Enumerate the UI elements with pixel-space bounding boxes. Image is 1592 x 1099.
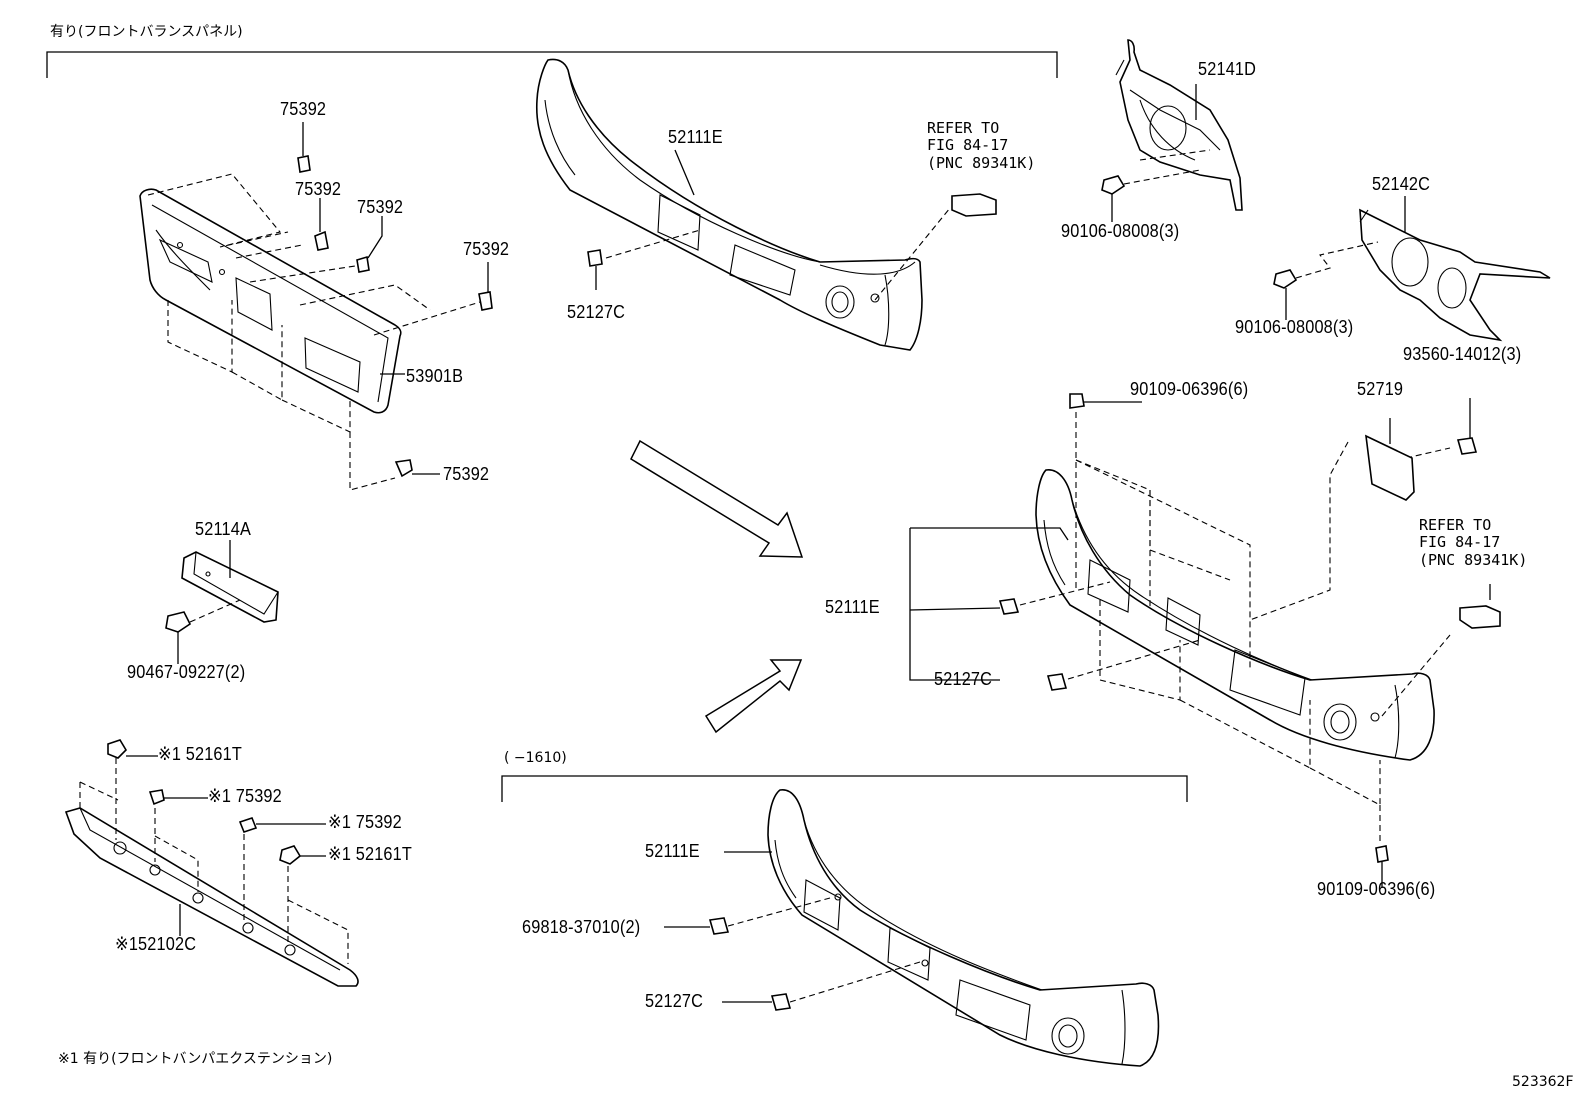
top-bracket-line bbox=[46, 51, 1058, 78]
footnote-extension: ※1 有り(フロントバンパエクステンション) bbox=[58, 1051, 333, 1067]
part-label-90106-08008[interactable]: 90106-08008(3) bbox=[1061, 220, 1180, 241]
refer-note-top[interactable]: REFER TO FIG 84-17 (PNC 89341K) bbox=[927, 119, 1036, 172]
clip-icons-75392 bbox=[297, 122, 493, 478]
part-label-52161t[interactable]: ※1 52161T bbox=[328, 843, 413, 864]
part-label-69818-37010[interactable]: 69818-37010(2) bbox=[522, 916, 641, 937]
part-label-75392[interactable]: 75392 bbox=[280, 98, 327, 119]
part-label-52719[interactable]: 52719 bbox=[1357, 378, 1404, 399]
caption-balance-panel: 有り(フロントバランスパネル) bbox=[50, 24, 243, 40]
part-label-75392[interactable]: 75392 bbox=[463, 238, 510, 259]
assembly-arrow-up bbox=[704, 659, 803, 734]
part-label-93560-14012[interactable]: 93560-14012(3) bbox=[1403, 343, 1522, 364]
bracket-52142c bbox=[1359, 196, 1551, 342]
refer-note-line: (PNC 89341K) bbox=[927, 153, 1036, 172]
refer-note-line: REFER TO bbox=[1419, 516, 1492, 534]
bracket-52141d bbox=[1115, 39, 1243, 211]
front-bumper-bottom-52111e bbox=[767, 789, 1160, 1067]
part-label-52111e[interactable]: 52111E bbox=[825, 596, 880, 617]
assembly-arrow-down bbox=[630, 439, 804, 558]
bottom-bracket-line bbox=[501, 775, 1188, 802]
part-label-52127c[interactable]: 52127C bbox=[645, 990, 704, 1011]
part-label-52114a[interactable]: 52114A bbox=[195, 518, 251, 539]
figure-id: 523362F bbox=[1512, 1074, 1574, 1090]
front-bumper-top-52111e bbox=[535, 58, 923, 351]
refer-note-line: REFER TO bbox=[927, 119, 1000, 137]
bottom-bumper-leaders bbox=[664, 851, 921, 1011]
part-label-75392[interactable]: 75392 bbox=[295, 178, 342, 199]
part-label-75392[interactable]: 75392 bbox=[443, 463, 490, 484]
refer-note-line: FIG 84-17 bbox=[1419, 533, 1501, 552]
part-label-52127c[interactable]: 52127C bbox=[934, 668, 993, 689]
part-label-52111e[interactable]: 52111E bbox=[668, 126, 723, 147]
caption-date-range: ( −1610) bbox=[504, 750, 567, 766]
plate-52114a bbox=[165, 540, 279, 664]
front-bumper-mid-52111e bbox=[1035, 469, 1435, 761]
part-label-52127c[interactable]: 52127C bbox=[567, 301, 626, 322]
part-label-52161t[interactable]: ※1 52161T bbox=[158, 743, 243, 764]
part-label-53901b[interactable]: 53901B bbox=[406, 365, 464, 386]
refer-note-mid[interactable]: REFER TO FIG 84-17 (PNC 89341K) bbox=[1419, 516, 1528, 569]
refer-note-line: FIG 84-17 bbox=[927, 136, 1009, 155]
part-label-75392[interactable]: ※1 75392 bbox=[328, 811, 402, 832]
part-label-90106-08008[interactable]: 90106-08008(3) bbox=[1235, 316, 1354, 337]
bolt-90106-b bbox=[1273, 241, 1379, 320]
top-bumper-leaders bbox=[587, 193, 997, 301]
part-label-52142c[interactable]: 52142C bbox=[1372, 173, 1431, 194]
part-label-75392[interactable]: 75392 bbox=[357, 196, 404, 217]
part-label-90467-09227[interactable]: 90467-09227(2) bbox=[127, 661, 246, 682]
part-label-75392[interactable]: ※1 75392 bbox=[208, 785, 282, 806]
bumper-extension-52102c bbox=[64, 807, 359, 987]
mid-bumper-leaders bbox=[909, 393, 1501, 888]
part-label-52141d[interactable]: 52141D bbox=[1198, 58, 1257, 79]
part-label-90109-06396[interactable]: 90109-06396(6) bbox=[1130, 378, 1249, 399]
panel-leader-lines bbox=[147, 173, 481, 491]
refer-note-line: (PNC 89341K) bbox=[1419, 550, 1528, 569]
extension-leaders bbox=[79, 739, 349, 964]
part-label-52102c[interactable]: ※152102C bbox=[115, 933, 197, 954]
part-label-90109-06396[interactable]: 90109-06396(6) bbox=[1317, 878, 1436, 899]
part-label-52111e[interactable]: 52111E bbox=[645, 840, 700, 861]
bolt-90106-a bbox=[1101, 149, 1211, 222]
front-balance-panel-53901b bbox=[139, 188, 402, 414]
